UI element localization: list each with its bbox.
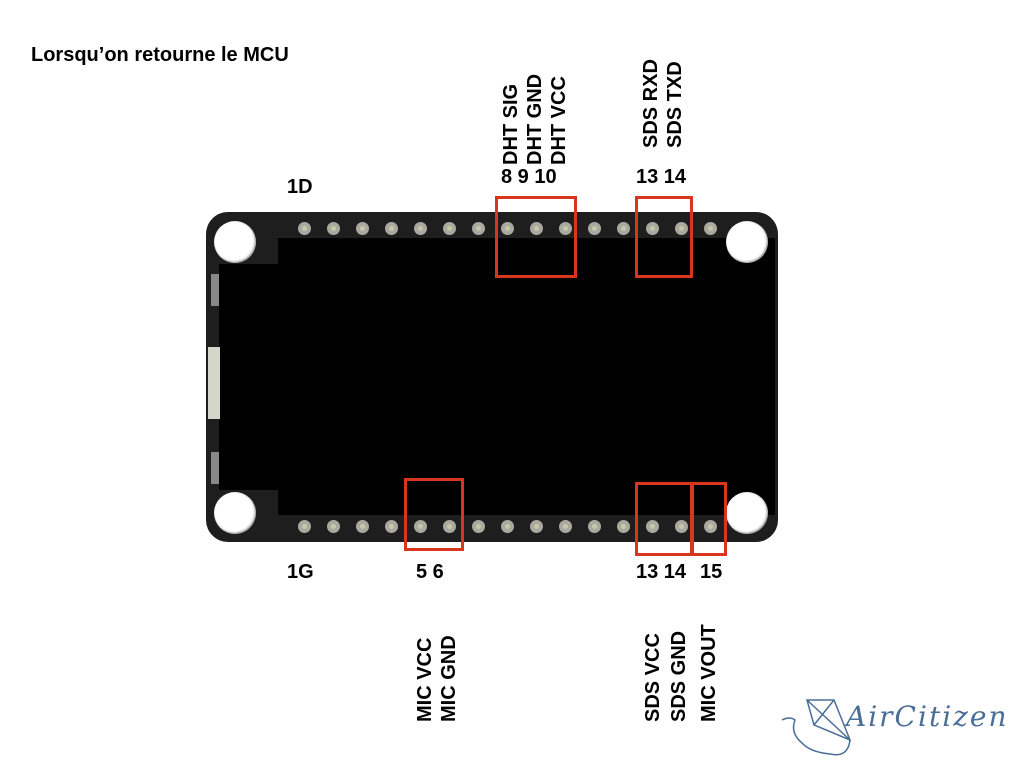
bottom-header-pin: [472, 520, 485, 533]
bottom-header-pin: [327, 520, 340, 533]
bottom-header-pin: [298, 520, 311, 533]
bottom-header-pin: [646, 520, 659, 533]
highlight-sds-top-pins: [635, 196, 693, 278]
mount-hole: [726, 492, 768, 534]
top-header-pin: [559, 222, 572, 235]
top-pin-numbers-sds: 13 14: [636, 166, 687, 188]
board-module-right: [706, 262, 775, 467]
top-header-pin: [356, 222, 369, 235]
page-title: Lorsqu’on retourne le MCU: [31, 44, 289, 66]
kite-icon: [781, 699, 852, 756]
bottom-header-pin: [385, 520, 398, 533]
aircitizen-logo: AirCitizen: [770, 688, 1007, 763]
mount-hole: [214, 492, 256, 534]
logo-text: AirCitizen: [846, 700, 1009, 733]
top-header-pin: [588, 222, 601, 235]
top-header-pin: [704, 222, 717, 235]
bottom-header-pin: [704, 520, 717, 533]
top-pin-numbers-dht: 8 9 10: [501, 166, 557, 188]
bottom-pin-numbers-sds: 13 14: [636, 561, 687, 583]
top-header-pin: [298, 222, 311, 235]
pin-label-dht-sig: DHT SIG: [500, 83, 522, 165]
highlight-sds-bottom-pins: [635, 482, 693, 556]
bottom-header-pin: [617, 520, 630, 533]
side-button-bottom: [211, 452, 219, 484]
label-1d: 1D: [287, 176, 313, 198]
bottom-header-pin: [530, 520, 543, 533]
bottom-header-pin: [501, 520, 514, 533]
pin-label-mic-vcc: MIC VCC: [414, 637, 436, 722]
usb-connector: [208, 347, 220, 419]
highlight-mic-pins: [404, 478, 464, 551]
top-header-pin: [675, 222, 688, 235]
pin-label-sds-txd: SDS TXD: [664, 61, 686, 148]
pin-label-mic-gnd: MIC GND: [438, 635, 460, 722]
bottom-pin-number-15: 15: [700, 561, 723, 583]
highlight-mic-vout-pin: [691, 482, 727, 556]
top-header-pin: [385, 222, 398, 235]
top-header-pin: [472, 222, 485, 235]
bottom-header-pin: [588, 520, 601, 533]
bottom-pin-numbers-mic: 5 6: [416, 561, 444, 583]
bottom-header-pin: [414, 520, 427, 533]
bottom-header-pin: [443, 520, 456, 533]
top-header-pin: [617, 222, 630, 235]
highlight-dht-pins: [495, 196, 577, 278]
top-header-pin: [443, 222, 456, 235]
label-1g: 1G: [287, 561, 314, 583]
pin-label-sds-gnd: SDS GND: [668, 630, 690, 722]
board-module: [278, 238, 775, 515]
mount-hole: [726, 221, 768, 263]
mcu-board: [206, 212, 778, 542]
pin-label-dht-vcc: DHT VCC: [548, 76, 570, 165]
top-header-pin: [530, 222, 543, 235]
bottom-header-pin: [559, 520, 572, 533]
top-header-pin: [501, 222, 514, 235]
top-header-pin: [414, 222, 427, 235]
top-header-pin: [327, 222, 340, 235]
top-header-pin: [646, 222, 659, 235]
pin-label-sds-rxd: SDS RXD: [640, 59, 662, 148]
mount-hole: [214, 221, 256, 263]
pin-label-mic-vout: MIC VOUT: [698, 624, 720, 722]
pin-label-dht-gnd: DHT GND: [524, 73, 546, 165]
pin-label-sds-vcc: SDS VCC: [642, 633, 664, 722]
side-button-top: [211, 274, 219, 306]
bottom-header-pin: [356, 520, 369, 533]
board-module-left: [219, 264, 299, 490]
bottom-header-pin: [675, 520, 688, 533]
